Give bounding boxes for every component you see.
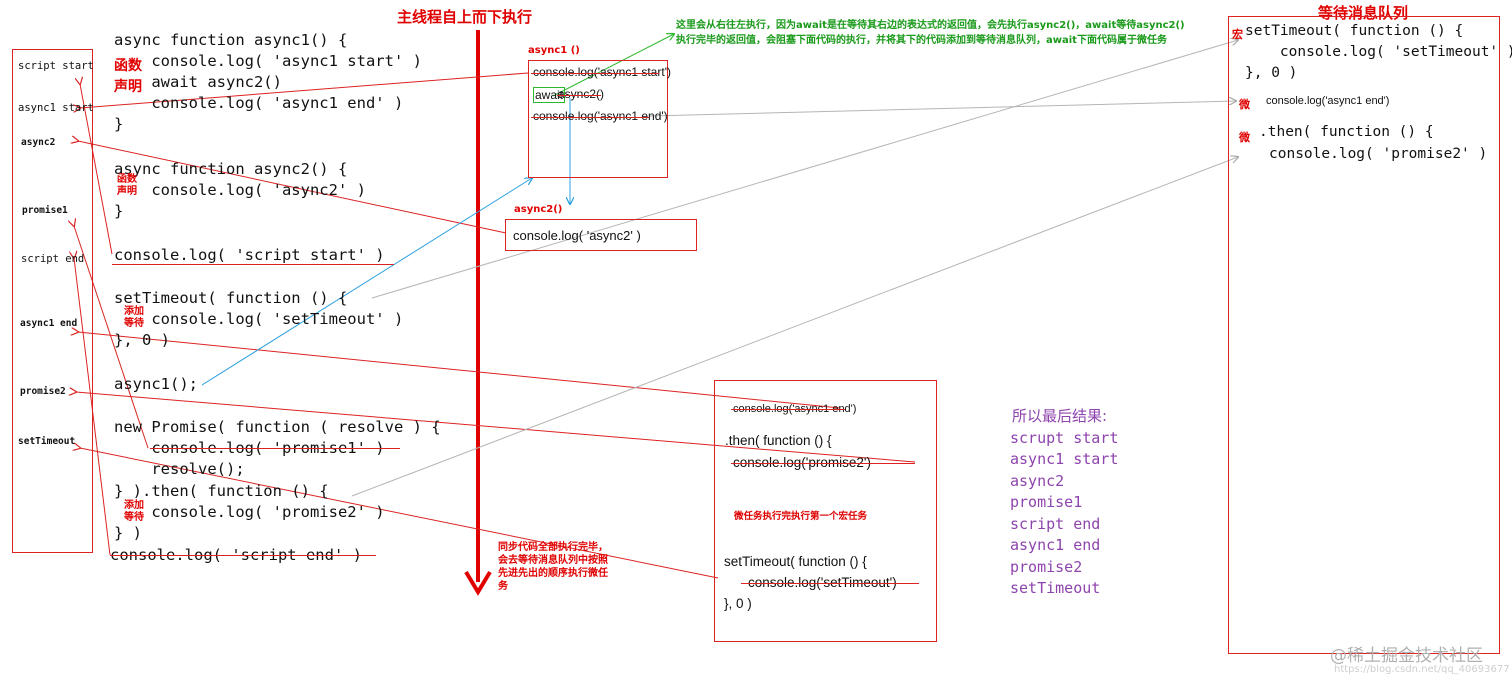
micro-task-tag: 微 — [1239, 98, 1250, 111]
code-line: } — [114, 115, 124, 133]
code-line: console.log( 'script start' ) — [114, 246, 385, 264]
microtask-box: console.log('async1 end') .then( functio… — [714, 380, 937, 642]
code-line: resolve(); — [114, 460, 245, 478]
code-line: async1(); — [114, 375, 198, 393]
strike-line — [150, 448, 400, 449]
await-explanation-note: 这里会从右往左执行，因为await是在等待其右边的表达式的返回值，会先执行asy… — [676, 20, 1185, 46]
micro-line: }, 0 ) — [724, 596, 752, 611]
log-item: async2 — [21, 137, 56, 148]
micro-line: setTimeout( function () { — [724, 554, 867, 569]
result-line: script end — [1010, 515, 1101, 533]
log-item: promise2 — [20, 386, 66, 397]
add-wait-label: 添加 等待 — [124, 500, 144, 523]
code-line: console.log( 'async1 start' ) — [114, 52, 422, 70]
log-item: async1 end — [20, 318, 78, 329]
code-line: new Promise( function ( resolve ) { — [114, 418, 441, 436]
code-line: async function async1() { — [114, 31, 348, 49]
output-log-box: script start async1 start async2 promise… — [12, 49, 94, 553]
function-declaration-label: 函数 声明 — [117, 174, 137, 197]
function-declaration-label: 函数 声明 — [114, 58, 142, 95]
strike-line — [731, 463, 915, 464]
result-title: 所以最后结果: — [1012, 407, 1108, 425]
code-line: console.log( 'promise2' ) — [114, 503, 385, 521]
code-line: } ).then( function () { — [114, 482, 329, 500]
code-line: setTimeout( function () { — [114, 289, 348, 307]
async1-line: async2() — [558, 87, 605, 101]
strike-line — [531, 73, 659, 74]
queue-micro-line: console.log( 'promise2' ) — [1269, 146, 1488, 162]
code-line: console.log( 'async2' ) — [114, 181, 366, 199]
async1-box-title: async1 () — [528, 45, 580, 56]
watermark: @稀土掘金技术社区 — [1330, 646, 1483, 666]
strike-line — [531, 117, 649, 118]
result-line: async2 — [1010, 472, 1065, 490]
queue-macro-line: }, 0 ) — [1245, 65, 1298, 81]
macro-task-tag: 宏 — [1232, 28, 1243, 41]
strike-line — [741, 583, 919, 584]
log-item: async1 start — [18, 102, 94, 114]
micro-line: console.log('setTimeout') — [748, 575, 897, 590]
queue-macro-line: console.log( 'setTimeout' ) — [1245, 44, 1512, 60]
strike-line — [112, 264, 394, 265]
micro-line: console.log('promise2') — [733, 455, 871, 470]
strike-line — [731, 409, 845, 410]
code-line: await async2() — [114, 73, 282, 91]
log-item: script end — [21, 253, 85, 265]
log-item: setTimeout — [18, 436, 76, 447]
async1-line: console.log('async1 end') — [533, 109, 668, 123]
code-line: console.log( 'async1 end' ) — [114, 94, 404, 112]
result-line: async1 end — [1010, 536, 1101, 554]
code-line: } — [114, 202, 124, 220]
micro-line: .then( function () { — [725, 433, 832, 448]
queue-micro-line: .then( function () { — [1259, 124, 1434, 140]
code-line: console.log( 'setTimeout' ) — [114, 310, 404, 328]
message-queue-box: 宏 setTimeout( function () { console.log(… — [1228, 16, 1512, 654]
queue-title: 等待消息队列 — [1318, 4, 1409, 22]
code-line: }, 0 ) — [114, 331, 170, 349]
async2-box: console.log( 'async2' ) — [505, 219, 697, 251]
queue-macro-line: setTimeout( function () { — [1245, 23, 1464, 39]
strike-line — [110, 555, 376, 556]
add-wait-label: 添加 等待 — [124, 306, 144, 329]
async2-line: console.log( 'async2' ) — [513, 228, 641, 243]
result-line: scrupt start — [1010, 429, 1119, 447]
sync-done-note: 同步代码全部执行完毕，会去等待消息队列中按照先进先出的顺序执行微任务 — [498, 542, 608, 592]
watermark-url: https://blog.csdn.net/qq_40693677 — [1334, 664, 1510, 675]
async1-line: console.log('async1 start') — [533, 65, 671, 79]
async2-box-title: async2() — [514, 204, 563, 215]
async1-box: console.log('async1 start') await async2… — [528, 60, 671, 178]
log-item: promise1 — [22, 205, 68, 216]
code-line: async function async2() { — [114, 160, 348, 178]
result-line: promise2 — [1010, 558, 1083, 576]
strike-line — [557, 95, 601, 96]
micro-note: 微任务执行完执行第一个宏任务 — [734, 511, 868, 522]
log-item: script start — [18, 60, 94, 72]
result-line: async1 start — [1010, 450, 1119, 468]
result-line: setTimeout — [1010, 579, 1101, 597]
result-line: promise1 — [1010, 493, 1083, 511]
main-thread-title: 主线程自上而下执行 — [397, 8, 533, 26]
queue-micro-line: console.log('async1 end') — [1266, 95, 1390, 107]
micro-task-tag: 微 — [1239, 131, 1250, 144]
code-line: } ) — [114, 524, 142, 542]
